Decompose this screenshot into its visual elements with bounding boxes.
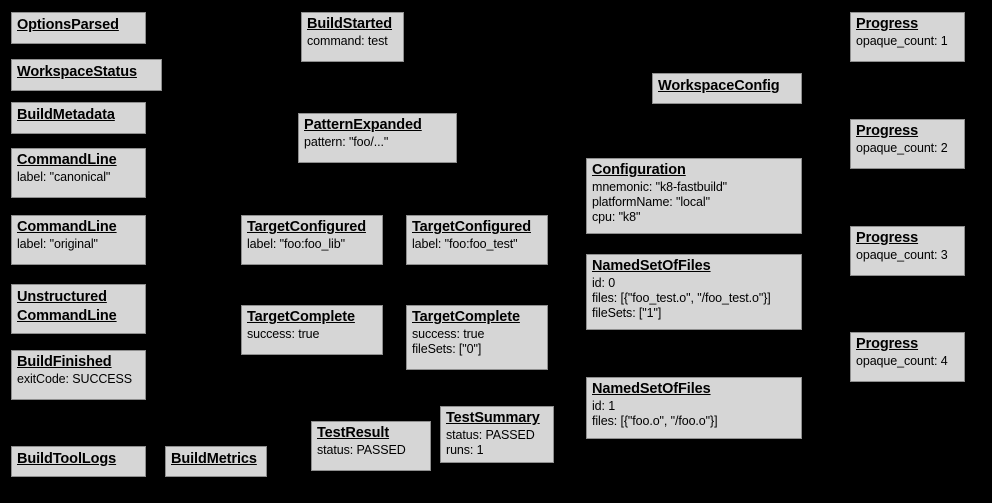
node-target-complete-lib[interactable]: TargetComplete success: true (241, 305, 383, 355)
node-title: Configuration (592, 162, 686, 178)
node-detail-line: opaque_count: 3 (856, 248, 948, 262)
node-detail-lines: status: PASSED (317, 443, 425, 458)
node-command-line-original[interactable]: CommandLine label: "original" (11, 215, 146, 265)
node-detail-line: opaque_count: 4 (856, 354, 948, 368)
node-detail-line: fileSets: ["1"] (592, 306, 662, 320)
node-build-metadata[interactable]: BuildMetadata (11, 102, 146, 134)
node-detail-lines: label: "foo:foo_test" (412, 237, 542, 252)
node-detail-line: platformName: "local" (592, 195, 710, 209)
node-title: TestSummary (446, 410, 540, 426)
node-title: BuildFinished (17, 354, 112, 370)
node-progress-4[interactable]: Progress opaque_count: 4 (850, 332, 965, 382)
node-progress-2[interactable]: Progress opaque_count: 2 (850, 119, 965, 169)
node-workspace-config[interactable]: WorkspaceConfig (652, 73, 802, 104)
node-build-metrics[interactable]: BuildMetrics (165, 446, 267, 477)
node-detail-line: success: true (247, 327, 320, 341)
node-detail-line: command: test (307, 34, 388, 48)
node-title: Progress (856, 16, 919, 32)
node-detail-lines: command: test (307, 34, 398, 49)
node-target-configured-foo-test[interactable]: TargetConfigured label: "foo:foo_test" (406, 215, 548, 265)
node-title: Progress (856, 123, 919, 139)
node-title: TargetComplete (412, 309, 520, 325)
node-detail-line: exitCode: SUCCESS (17, 372, 133, 386)
node-detail-line: opaque_count: 1 (856, 34, 948, 48)
node-detail-lines: opaque_count: 3 (856, 248, 959, 263)
node-title: BuildToolLogs (17, 451, 117, 467)
node-detail-lines: label: "canonical" (17, 170, 140, 185)
node-title: NamedSetOfFiles (592, 381, 711, 397)
node-detail-line: success: true (412, 327, 485, 341)
node-title: OptionsParsed (17, 17, 119, 33)
node-detail-lines: success: true (247, 327, 377, 342)
node-detail-lines: mnemonic: "k8-fastbuild"platformName: "l… (592, 180, 796, 225)
node-detail-line: files: [{"foo_test.o", "/foo_test.o"}] (592, 291, 771, 305)
node-build-finished[interactable]: BuildFinished exitCode: SUCCESS (11, 350, 146, 400)
node-target-configured-foo-lib[interactable]: TargetConfigured label: "foo:foo_lib" (241, 215, 383, 265)
node-detail-lines: opaque_count: 4 (856, 354, 959, 369)
node-detail-line: id: 1 (592, 399, 616, 413)
node-title: CommandLine (17, 219, 117, 235)
node-workspace-status[interactable]: WorkspaceStatus (11, 59, 162, 91)
node-detail-line: opaque_count: 2 (856, 141, 948, 155)
node-title: BuildStarted (307, 16, 393, 32)
node-detail-line: label: "foo:foo_lib" (247, 237, 345, 251)
node-title: NamedSetOfFiles (592, 258, 711, 274)
node-title: WorkspaceStatus (17, 64, 137, 80)
node-title: Unstructured CommandLine (17, 289, 117, 324)
node-title: TargetConfigured (247, 219, 366, 235)
node-title: TargetConfigured (412, 219, 531, 235)
node-title: Progress (856, 230, 919, 246)
node-detail-line: cpu: "k8" (592, 210, 641, 224)
node-detail-line: label: "canonical" (17, 170, 111, 184)
node-detail-line: status: PASSED (446, 428, 535, 442)
node-detail-line: status: PASSED (317, 443, 406, 457)
node-title: WorkspaceConfig (658, 78, 780, 94)
node-configuration[interactable]: Configuration mnemonic: "k8-fastbuild"pla… (586, 158, 802, 234)
node-test-result[interactable]: TestResult status: PASSED (311, 421, 431, 471)
node-detail-line: mnemonic: "k8-fastbuild" (592, 180, 728, 194)
node-detail-line: fileSets: ["0"] (412, 342, 482, 356)
node-detail-lines: label: "original" (17, 237, 140, 252)
node-progress-1[interactable]: Progress opaque_count: 1 (850, 12, 965, 62)
node-title: PatternExpanded (304, 117, 422, 133)
node-progress-3[interactable]: Progress opaque_count: 3 (850, 226, 965, 276)
node-title: BuildMetrics (171, 451, 257, 467)
node-detail-lines: opaque_count: 1 (856, 34, 959, 49)
node-title: CommandLine (17, 152, 117, 168)
node-detail-line: pattern: "foo/..." (304, 135, 389, 149)
node-detail-lines: exitCode: SUCCESS (17, 372, 140, 387)
node-build-tool-logs[interactable]: BuildToolLogs (11, 446, 146, 477)
node-detail-line: label: "original" (17, 237, 98, 251)
node-command-line-canonical[interactable]: CommandLine label: "canonical" (11, 148, 146, 198)
node-detail-line: files: [{"foo.o", "/foo.o"}] (592, 414, 718, 428)
node-detail-lines: pattern: "foo/..." (304, 135, 451, 150)
node-detail-line: id: 0 (592, 276, 616, 290)
node-title: TestResult (317, 425, 390, 441)
node-detail-lines: label: "foo:foo_lib" (247, 237, 377, 252)
node-title: BuildMetadata (17, 107, 115, 123)
node-unstructured-command-line[interactable]: Unstructured CommandLine (11, 284, 146, 334)
node-build-started[interactable]: BuildStarted command: test (301, 12, 404, 62)
node-options-parsed[interactable]: OptionsParsed (11, 12, 146, 44)
node-pattern-expanded[interactable]: PatternExpanded pattern: "foo/..." (298, 113, 457, 163)
node-title: TargetComplete (247, 309, 355, 325)
node-title: Progress (856, 336, 919, 352)
node-detail-lines: opaque_count: 2 (856, 141, 959, 156)
node-detail-line: runs: 1 (446, 443, 484, 457)
node-detail-line: label: "foo:foo_test" (412, 237, 518, 251)
